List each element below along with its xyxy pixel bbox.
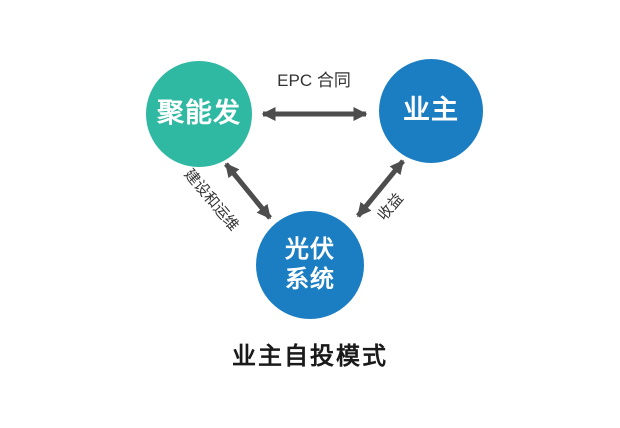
node-pv-system: 光伏 系统 xyxy=(256,211,364,319)
arrow-construction-om xyxy=(224,162,272,220)
node-owner-label: 业主 xyxy=(403,95,459,126)
diagram-title: 业主自投模式 xyxy=(232,343,388,370)
node-epc-company-label: 聚能发 xyxy=(157,98,241,129)
edge-label-epc-contract: EPC 合同 xyxy=(277,71,351,90)
node-owner: 业主 xyxy=(379,59,483,163)
node-pv-system-label: 光伏 系统 xyxy=(285,236,335,293)
arrow-revenue xyxy=(356,159,405,218)
node-epc-company: 聚能发 xyxy=(146,61,252,167)
